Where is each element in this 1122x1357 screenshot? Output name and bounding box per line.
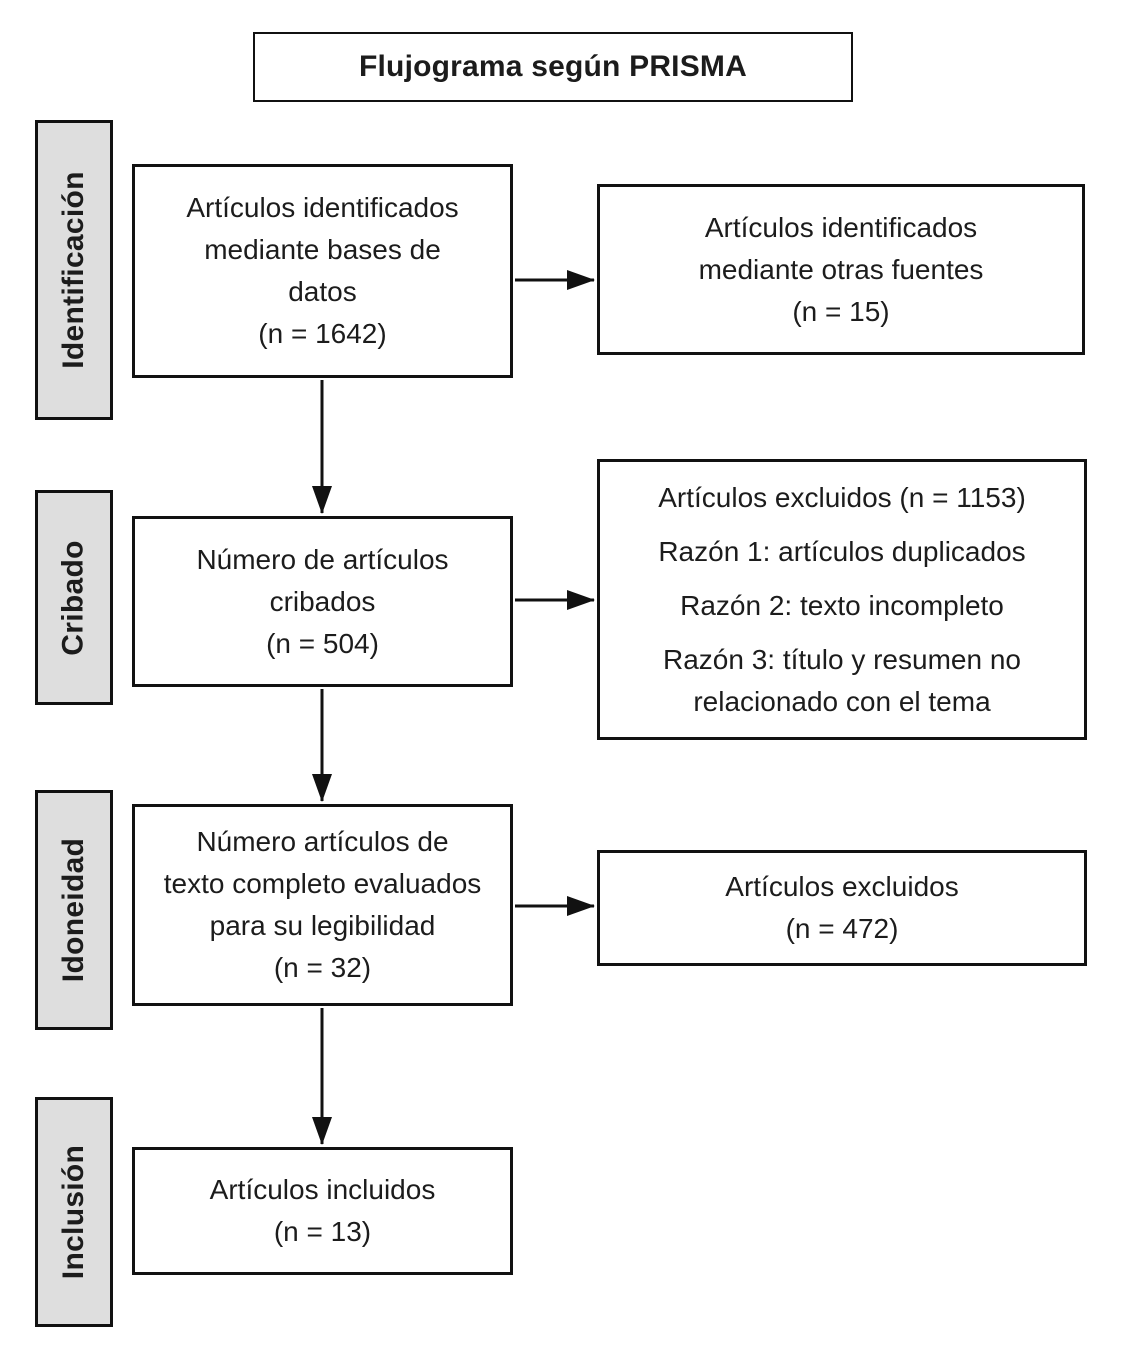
excluded-screening-line4: Razón 3: título y resumen no relacionado… [663, 643, 1021, 717]
stage-identificacion: Identificación [35, 120, 113, 420]
stage-inclusion: Inclusión [35, 1097, 113, 1327]
diagram-title-box: Flujograma según PRISMA [253, 32, 853, 102]
box-excluded-screening: Artículos excluidos (n = 1153) Razón 1: … [597, 459, 1087, 740]
box-screened: Número de artículos cribados (n = 504) [132, 516, 513, 687]
box-identified-databases: Artículos identificados mediante bases d… [132, 164, 513, 378]
box-other-sources-text: Artículos identificados mediante otras f… [698, 211, 984, 327]
stage-idoneidad: Idoneidad [35, 790, 113, 1030]
box-identified-databases-text: Artículos identificados mediante bases d… [186, 192, 459, 349]
box-fulltext-assessed-text: Número artículos de texto completo evalu… [163, 826, 482, 983]
box-fulltext-assessed: Número artículos de texto completo evalu… [132, 804, 513, 1006]
diagram-title: Flujograma según PRISMA [359, 50, 747, 83]
stage-identificacion-label: Identificación [57, 171, 90, 369]
stage-cribado-label: Cribado [57, 539, 90, 656]
box-other-sources: Artículos identificados mediante otras f… [597, 184, 1085, 355]
excluded-screening-line3: Razón 2: texto incompleto [680, 589, 1004, 621]
stage-cribado: Cribado [35, 490, 113, 705]
excluded-screening-line1: Artículos excluidos (n = 1153) [658, 481, 1026, 513]
excluded-screening-line2: Razón 1: artículos duplicados [658, 535, 1026, 567]
box-excluded-eligibility-text: Artículos excluidos (n = 472) [725, 871, 959, 944]
stage-idoneidad-label: Idoneidad [57, 837, 90, 983]
box-screened-text: Número de artículos cribados (n = 504) [196, 543, 449, 659]
box-excluded-eligibility: Artículos excluidos (n = 472) [597, 850, 1087, 966]
stage-inclusion-label: Inclusión [57, 1144, 90, 1280]
box-included-text: Artículos incluidos (n = 13) [209, 1174, 436, 1247]
box-included: Artículos incluidos (n = 13) [132, 1147, 513, 1275]
